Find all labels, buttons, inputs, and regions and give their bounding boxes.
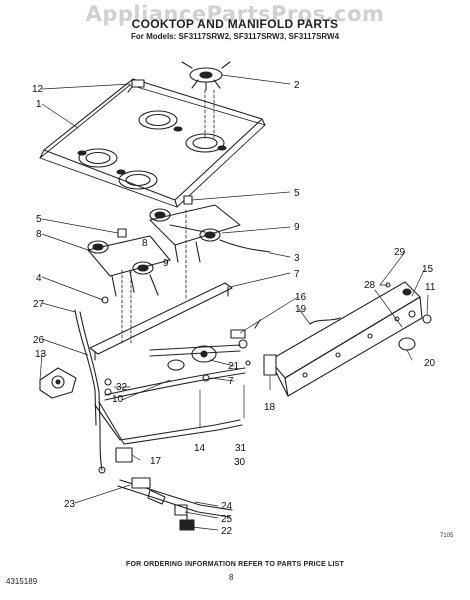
callout-4: 4 (36, 273, 42, 284)
callout-24: 24 (221, 501, 233, 512)
callout-12: 12 (32, 84, 44, 95)
callout-16: 16 (295, 292, 307, 303)
callout-5-upper: 5 (294, 188, 300, 199)
flame-spreader (181, 61, 231, 91)
callout-13: 13 (35, 349, 47, 360)
callout-23: 23 (64, 499, 76, 510)
burner-support (89, 282, 233, 361)
pressure-regulator (39, 367, 77, 399)
callout-32: 32 (116, 382, 128, 393)
gas-manifold (74, 309, 251, 445)
document-number: 4315189 (6, 577, 38, 586)
knob-clip (127, 79, 145, 93)
model-list: For Models: SF3117SRW2, SF3117SRW3, SF31… (130, 32, 340, 41)
callout-20: 20 (424, 358, 436, 369)
callout-25: 25 (221, 514, 233, 525)
rear-burner-assembly (149, 195, 271, 263)
callout-22: 22 (221, 526, 233, 537)
callout-28: 28 (364, 280, 376, 291)
callout-9-lower: 9 (163, 258, 169, 269)
callout-17: 17 (150, 456, 162, 467)
callout-8-left: 8 (36, 229, 42, 240)
front-burner-assembly (87, 228, 171, 297)
callout-7: 7 (294, 269, 300, 280)
callout-1: 1 (36, 99, 42, 110)
oven-burner-supply (98, 424, 233, 531)
callout-8-center: 8 (142, 238, 148, 249)
callout-10: 10 (112, 394, 124, 405)
callout-18: 18 (264, 402, 276, 413)
callout-30: 30 (234, 457, 246, 468)
callout-leaders (39, 74, 429, 531)
callout-3: 3 (294, 253, 300, 264)
cooktop-panel (39, 78, 266, 208)
watermark: AppliancePartsPros.com (85, 2, 385, 26)
callout-11: 11 (425, 282, 436, 293)
callout-14: 14 (194, 443, 206, 454)
callout-9-upper: 9 (294, 222, 300, 233)
callout-15: 15 (422, 264, 434, 275)
callout-19: 19 (295, 304, 307, 315)
callout-5-lower: 5 (36, 214, 42, 225)
callout-21: 21 (228, 361, 240, 372)
diagram-title: COOKTOP AND MANIFOLD PARTS (131, 17, 339, 31)
bracket-18 (263, 354, 277, 376)
page-number: 8 (229, 573, 234, 582)
callout-27: 27 (33, 299, 45, 310)
callout-6: 7 (228, 376, 234, 387)
ordering-note: FOR ORDERING INFORMATION REFER TO PARTS … (125, 561, 345, 568)
callout-31: 31 (235, 443, 247, 454)
callout-29: 29 (394, 247, 406, 258)
callout-26: 26 (33, 335, 45, 346)
callout-2: 2 (294, 80, 300, 91)
drawing-code: 7105 (440, 533, 454, 539)
